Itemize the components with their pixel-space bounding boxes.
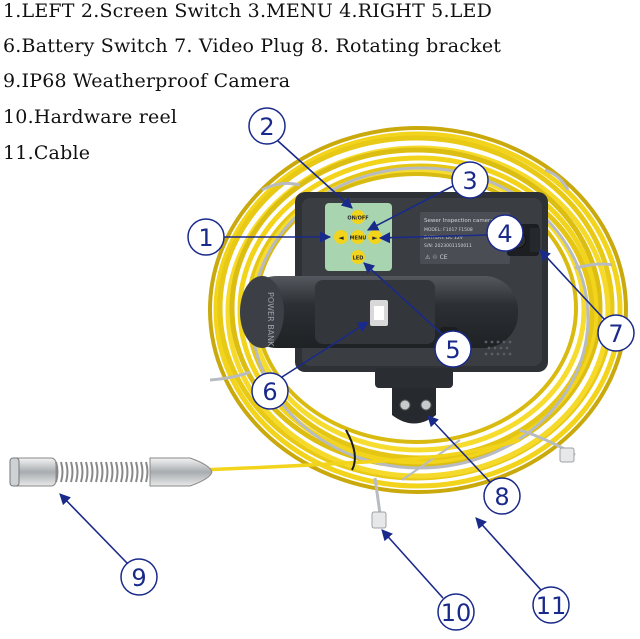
left-button[interactable] <box>334 230 348 244</box>
callout-2-number: 2 <box>259 113 274 141</box>
callouts <box>120 107 635 631</box>
label-plate-battery: BATTERY: DC 12V <box>424 235 464 241</box>
label-plate: Sewer Inspection camera MODEL: F1017 F15… <box>420 212 510 264</box>
callout-11-circle <box>532 586 570 624</box>
callout-8-number: 8 <box>494 483 509 511</box>
label-plate-sn: S/N: 2023001150011 <box>424 243 472 249</box>
arrow-7 <box>539 249 605 320</box>
legend-line-1: 1.LEFT 2.Screen Switch 3.MENU 4.RIGHT 5.… <box>3 0 493 22</box>
callout-9-number: 9 <box>131 564 146 592</box>
certification-marks: ⚠ ♲ CE <box>425 254 448 261</box>
right-label: ► <box>372 234 378 242</box>
callout-2-circle <box>248 107 286 145</box>
legend-line-5: 11.Cable <box>3 142 91 164</box>
arrow-6 <box>281 321 369 378</box>
led-button[interactable] <box>351 250 365 264</box>
label-plate-model: MODEL: F1017 F1508 <box>424 227 473 233</box>
legend-line-3: 9.IP68 Weatherproof Camera <box>3 70 291 92</box>
callout-10-circle <box>437 593 475 631</box>
callout-7-circle <box>597 314 635 352</box>
power-bank-text: POWER BANK <box>266 292 275 347</box>
arrow-2 <box>277 140 353 209</box>
left-label: ◄ <box>338 234 344 242</box>
keypad: ON/OFF ◄ MENU ► LED <box>325 203 392 271</box>
callout-5-circle <box>434 330 472 368</box>
power-cord <box>345 429 356 471</box>
menu-button[interactable] <box>351 230 365 244</box>
arrow-10 <box>381 529 444 599</box>
right-button[interactable] <box>368 230 382 244</box>
callout-4-circle <box>486 214 524 252</box>
menu-label: MENU <box>350 236 367 242</box>
on-off-label: ON/OFF <box>347 216 368 222</box>
arrow-11 <box>475 517 542 591</box>
callout-5-number: 5 <box>445 336 460 364</box>
callout-11-number: 11 <box>536 592 567 620</box>
callout-9-circle <box>120 558 158 596</box>
reel-clips <box>371 447 575 529</box>
callout-4-number: 4 <box>497 220 512 248</box>
arrow-4 <box>378 232 488 244</box>
camera-spring <box>55 461 149 483</box>
battery-pack: POWER BANK <box>240 276 518 348</box>
callout-6-number: 6 <box>262 378 277 406</box>
camera-ferrule <box>149 457 213 487</box>
callout-1-number: 1 <box>198 224 213 252</box>
arrow-9 <box>59 493 128 564</box>
callout-3-circle <box>451 161 489 199</box>
legend-line-4: 10.Hardware reel <box>3 106 178 128</box>
callout-8-circle <box>483 477 521 515</box>
speaker-grille <box>484 340 512 356</box>
callout-7-number: 7 <box>608 320 623 348</box>
label-plate-title: Sewer Inspection camera <box>424 218 494 224</box>
callout-3-number: 3 <box>462 167 477 195</box>
arrow-5 <box>363 262 443 335</box>
on-off-button[interactable] <box>351 210 365 224</box>
led-label: LED <box>353 256 364 262</box>
callout-10-number: 10 <box>441 599 472 627</box>
callout-6-circle <box>251 372 289 410</box>
arrow-3 <box>367 185 454 231</box>
rotating-bracket <box>375 368 453 424</box>
legend-line-2: 6.Battery Switch 7. Video Plug 8. Rotati… <box>3 35 502 57</box>
arrow-8 <box>427 415 491 483</box>
cable-lead <box>199 438 521 472</box>
ip68-camera <box>9 457 213 487</box>
callout-arrows <box>59 140 605 599</box>
